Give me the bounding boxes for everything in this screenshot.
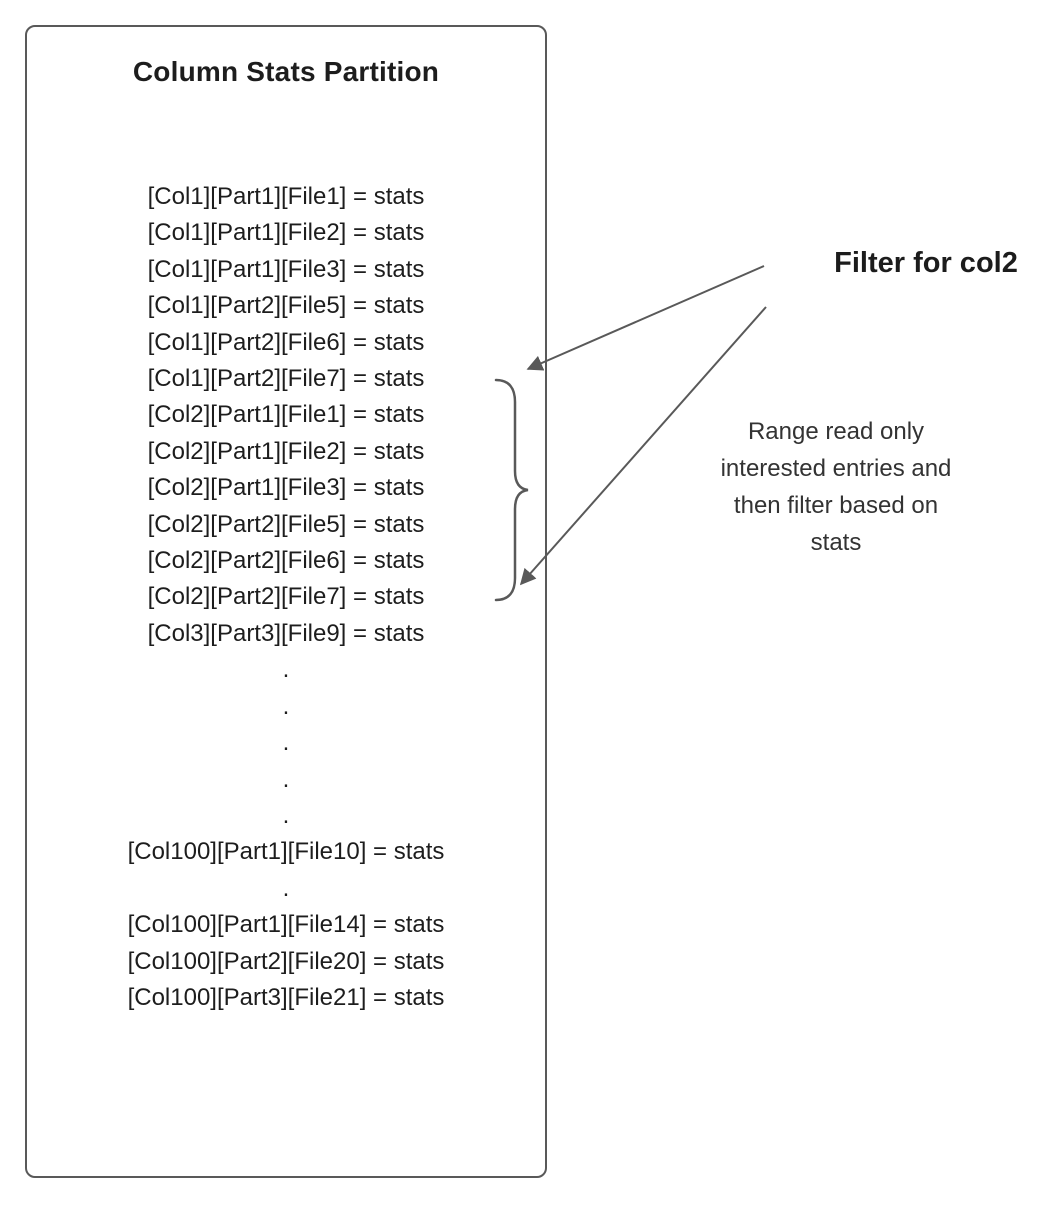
list-item: [Col2][Part1][File2] = stats bbox=[147, 437, 425, 465]
list-item: [Col100][Part1][File14] = stats bbox=[127, 911, 445, 939]
list-item: [Col2][Part2][File5] = stats bbox=[147, 510, 425, 538]
note-line: stats bbox=[810, 529, 862, 556]
ellipsis-dot: . bbox=[282, 765, 290, 793]
column-stats-partition-box: Column Stats Partition [Col1][Part1][Fil… bbox=[25, 25, 547, 1178]
list-item: [Col2][Part1][File1] = stats bbox=[147, 401, 425, 429]
note-line: interested entries and bbox=[720, 455, 952, 482]
list-item: [Col2][Part2][File7] = stats bbox=[147, 583, 425, 611]
list-item: [Col100][Part1][File10] = stats bbox=[127, 838, 445, 866]
ellipsis-dot: . bbox=[282, 729, 290, 757]
ellipsis-dot: . bbox=[282, 656, 290, 684]
list-item: [Col2][Part1][File3] = stats bbox=[147, 474, 425, 502]
list-item: [Col3][Part3][File9] = stats bbox=[147, 619, 425, 647]
ellipsis-dot: . bbox=[282, 801, 290, 829]
ellipsis-dot: . bbox=[282, 874, 290, 902]
range-read-note: Range read only interested entries and t… bbox=[695, 413, 977, 561]
box-title: Column Stats Partition bbox=[132, 56, 440, 87]
list-item: [Col2][Part2][File6] = stats bbox=[147, 547, 425, 575]
list-item: [Col1][Part2][File5] = stats bbox=[147, 292, 425, 320]
list-item: [Col1][Part2][File7] = stats bbox=[147, 365, 425, 393]
list-item: [Col100][Part3][File21] = stats bbox=[127, 983, 445, 1011]
arrow-upper bbox=[526, 265, 765, 371]
list-item: [Col100][Part2][File20] = stats bbox=[127, 947, 445, 975]
ellipsis-dot: . bbox=[282, 692, 290, 720]
list-item: [Col1][Part1][File3] = stats bbox=[147, 255, 425, 283]
entry-list: [Col1][Part1][File1] = stats [Col1][Part… bbox=[27, 179, 545, 1016]
note-line: then filter based on bbox=[733, 492, 939, 519]
filter-label: Filter for col2 bbox=[834, 247, 1018, 279]
note-line: Range read only bbox=[747, 418, 925, 445]
list-item: [Col1][Part1][File2] = stats bbox=[147, 219, 425, 247]
list-item: [Col1][Part2][File6] = stats bbox=[147, 328, 425, 356]
list-item: [Col1][Part1][File1] = stats bbox=[147, 183, 425, 210]
